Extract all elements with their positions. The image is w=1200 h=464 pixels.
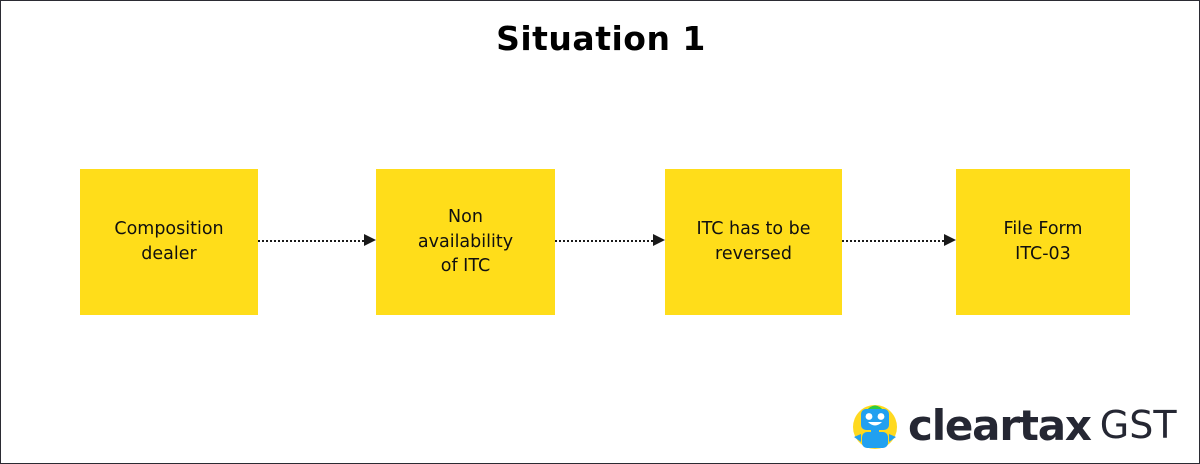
- flow-node-composition-dealer[interactable]: Composition dealer: [80, 169, 258, 315]
- flow-arrow-3: [842, 232, 956, 250]
- flowchart: Composition dealer Non availability of I…: [1, 169, 1199, 315]
- flow-node-itc-has-to-be-reversed[interactable]: ITC has to be reversed: [665, 169, 842, 315]
- cleartax-robot-mascot-icon: [853, 405, 897, 449]
- cleartax-gst-logo: cleartax GST: [849, 397, 1177, 453]
- arrow-head-icon: [364, 234, 376, 246]
- logo-wordmark: cleartax: [908, 401, 1092, 450]
- flow-node-non-availability-of-itc[interactable]: Non availability of ITC: [376, 169, 555, 315]
- arrow-head-icon: [653, 234, 665, 246]
- page-title: Situation 1: [496, 19, 706, 58]
- logo-suffix-gst: GST: [1099, 403, 1177, 447]
- arrow-line-icon: [258, 240, 364, 242]
- flow-arrow-2: [555, 232, 665, 250]
- flow-node-file-form-itc-03[interactable]: File Form ITC-03: [956, 169, 1130, 315]
- arrow-head-icon: [944, 234, 956, 246]
- flow-arrow-1: [258, 232, 376, 250]
- arrow-line-icon: [555, 240, 653, 242]
- arrow-line-icon: [842, 240, 944, 242]
